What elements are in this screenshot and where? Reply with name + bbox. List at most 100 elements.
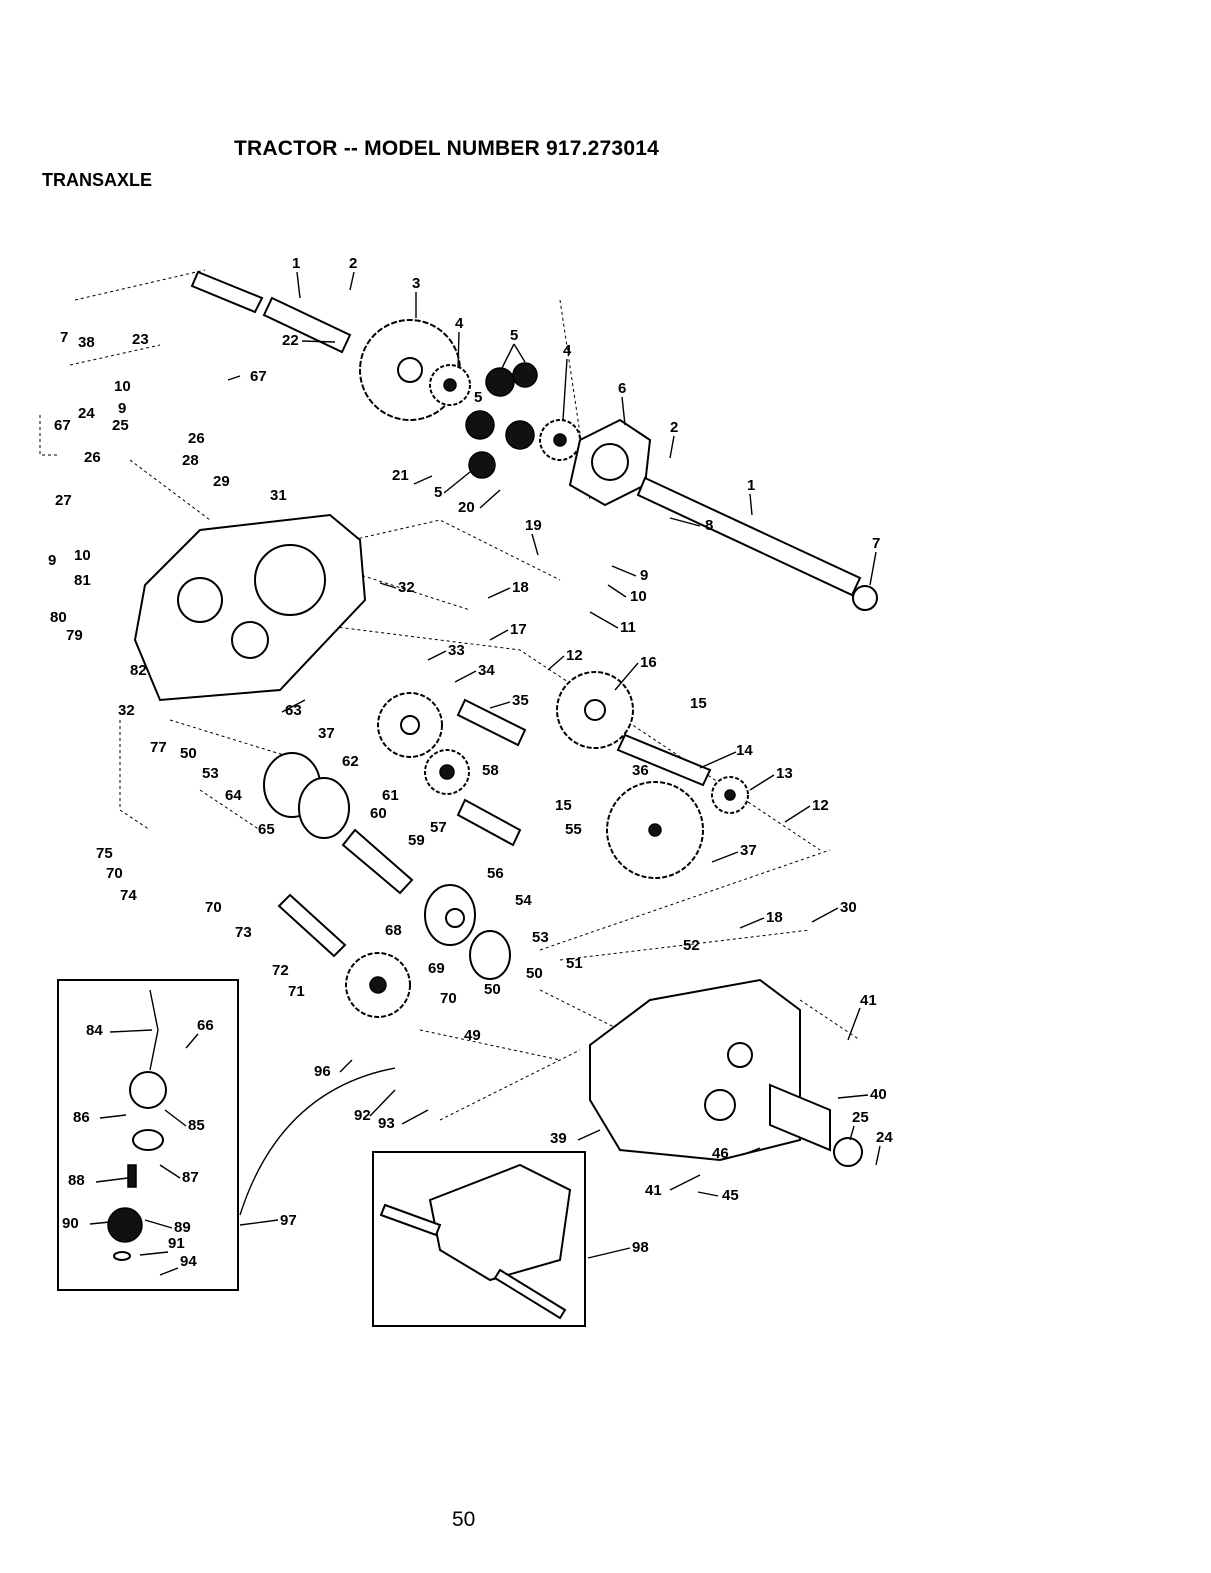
callout-10: 10 xyxy=(114,378,131,395)
callout-61: 61 xyxy=(382,787,399,804)
callout-87: 87 xyxy=(182,1169,199,1186)
callout-94: 94 xyxy=(180,1253,197,1270)
callout-53: 53 xyxy=(532,929,549,946)
callout-66: 66 xyxy=(197,1017,214,1034)
callout-98: 98 xyxy=(632,1239,649,1256)
callout-37: 37 xyxy=(318,725,335,742)
callout-33: 33 xyxy=(448,642,465,659)
callout-10: 10 xyxy=(630,588,647,605)
disc-69 xyxy=(469,930,511,980)
axle-shaft-right-1 xyxy=(636,476,878,611)
callout-86: 86 xyxy=(73,1109,90,1126)
callout-77: 77 xyxy=(150,739,167,756)
inset-shift-lever-parts xyxy=(107,989,167,1261)
transaxle-assembly-inset-box xyxy=(372,1151,586,1327)
callout-28: 28 xyxy=(182,452,199,469)
callout-7: 7 xyxy=(60,329,68,346)
callout-16: 16 xyxy=(640,654,657,671)
gear-4-right xyxy=(539,419,581,461)
callout-2: 2 xyxy=(670,419,678,436)
callout-6: 6 xyxy=(618,380,626,397)
page-title: TRACTOR -- MODEL NUMBER 917.273014 xyxy=(234,137,659,160)
callout-labels: 1 2 3 4 5 4 5 6 2 1 7 8 7 38 23 67 22 10… xyxy=(48,255,893,1270)
callout-35: 35 xyxy=(512,692,529,709)
callout-56: 56 xyxy=(487,865,504,882)
gear-large-16 xyxy=(556,671,634,749)
callout-93: 93 xyxy=(378,1115,395,1132)
callout-49: 49 xyxy=(464,1027,481,1044)
shaft-57 xyxy=(456,798,522,847)
callout-2: 2 xyxy=(349,255,357,272)
callout-79: 79 xyxy=(66,627,83,644)
callout-29: 29 xyxy=(213,473,230,490)
shaft-14 xyxy=(616,733,712,787)
callout-50: 50 xyxy=(484,981,501,998)
callout-7: 7 xyxy=(872,535,880,552)
callout-91: 91 xyxy=(168,1235,185,1252)
callout-1: 1 xyxy=(292,255,300,272)
callout-19: 19 xyxy=(525,517,542,534)
callout-45: 45 xyxy=(722,1187,739,1204)
callout-71: 71 xyxy=(288,983,305,1000)
callout-67: 67 xyxy=(250,368,267,385)
callout-9: 9 xyxy=(48,552,56,569)
callout-67: 67 xyxy=(54,417,71,434)
callout-82: 82 xyxy=(130,662,147,679)
callout-12: 12 xyxy=(566,647,583,664)
callout-13: 13 xyxy=(776,765,793,782)
callout-73: 73 xyxy=(235,924,252,941)
callout-46: 46 xyxy=(712,1145,729,1162)
callout-18: 18 xyxy=(766,909,783,926)
callout-5: 5 xyxy=(474,389,482,406)
gear-13 xyxy=(711,776,749,814)
callout-62: 62 xyxy=(342,753,359,770)
callout-52: 52 xyxy=(683,937,700,954)
callout-90: 90 xyxy=(62,1215,79,1232)
callout-leader-lines xyxy=(89,271,881,1276)
disc-65 xyxy=(298,777,350,839)
callout-25: 25 xyxy=(852,1109,869,1126)
callout-70: 70 xyxy=(205,899,222,916)
gear-small-4 xyxy=(429,364,471,406)
callout-10: 10 xyxy=(74,547,91,564)
callout-37: 37 xyxy=(740,842,757,859)
callout-12: 12 xyxy=(812,797,829,814)
callout-11: 11 xyxy=(620,619,636,636)
callout-21: 21 xyxy=(392,467,409,484)
callout-60: 60 xyxy=(370,805,387,822)
callout-9: 9 xyxy=(640,567,648,584)
callout-5: 5 xyxy=(510,327,518,344)
callout-89: 89 xyxy=(174,1219,191,1236)
callout-38: 38 xyxy=(78,334,95,351)
case-half-left-31 xyxy=(133,513,367,702)
shaft-72 xyxy=(277,893,347,958)
callout-65: 65 xyxy=(258,821,275,838)
callout-4: 4 xyxy=(455,315,464,332)
callout-4: 4 xyxy=(563,342,572,359)
callout-97: 97 xyxy=(280,1212,297,1229)
callout-32: 32 xyxy=(118,702,135,719)
callout-18: 18 xyxy=(512,579,529,596)
callout-54: 54 xyxy=(515,892,532,909)
shaft-59 xyxy=(341,828,414,895)
callout-68: 68 xyxy=(385,922,402,939)
callout-51: 51 xyxy=(566,955,583,972)
callout-5: 5 xyxy=(434,484,442,501)
callout-57: 57 xyxy=(430,819,447,836)
callout-40: 40 xyxy=(870,1086,887,1103)
cable-97 xyxy=(239,1067,396,1216)
callout-50: 50 xyxy=(180,745,197,762)
shift-lever-inset-box xyxy=(57,979,239,1291)
callout-34: 34 xyxy=(478,662,495,679)
callout-69: 69 xyxy=(428,960,445,977)
callout-88: 88 xyxy=(68,1172,85,1189)
gear-71 xyxy=(345,952,411,1018)
shaft-35 xyxy=(456,698,527,747)
callout-59: 59 xyxy=(408,832,425,849)
gear-cluster-5 xyxy=(465,362,538,479)
callout-50: 50 xyxy=(526,965,543,982)
callout-22: 22 xyxy=(282,332,299,349)
callout-24: 24 xyxy=(78,405,95,422)
callout-15: 15 xyxy=(690,695,707,712)
